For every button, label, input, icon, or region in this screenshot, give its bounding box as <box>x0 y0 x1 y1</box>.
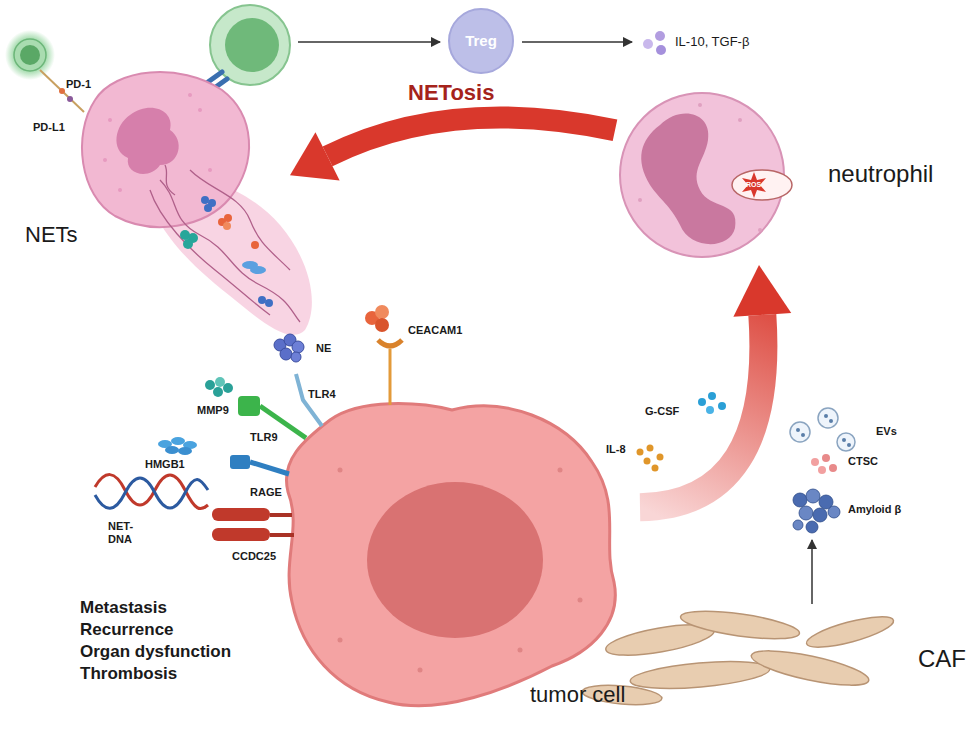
caf-cells: CAF <box>600 605 975 715</box>
nets-neutrophil <box>82 72 249 227</box>
part-label: Recurrence <box>80 620 174 640</box>
part-label: PD-L1 <box>33 121 65 134</box>
part-label: MMP9 <box>197 404 229 417</box>
secretion-arrow <box>522 41 632 43</box>
net-proteins <box>180 196 273 307</box>
node-label: neutrophil <box>828 160 933 188</box>
nets-cell: NETs <box>20 70 290 251</box>
part-label: IL-10, TGF-β <box>675 35 749 50</box>
ceacam1-receptor <box>365 305 402 405</box>
secretion-arrow <box>811 540 813 604</box>
hmgb1-cluster <box>158 437 197 455</box>
part-label: Metastasis <box>80 598 167 618</box>
part-label: CTSC <box>848 455 878 468</box>
mmp9-cluster <box>205 377 233 397</box>
ne-cluster <box>274 334 304 362</box>
part-label: Organ dysfunction <box>80 642 231 662</box>
part-label: ROS <box>746 181 761 189</box>
part-label: IL-8 <box>606 443 626 456</box>
ctsc-dots <box>811 454 837 474</box>
amyloid-spheres <box>793 489 840 533</box>
treg-cell: Treg <box>448 8 514 74</box>
t-cell-small <box>5 30 84 112</box>
node-label: CAF <box>918 645 966 673</box>
differentiation-arrow <box>298 41 440 43</box>
il-8-dots <box>637 445 664 472</box>
node-label: Treg <box>465 32 497 49</box>
rage-receptor <box>230 455 289 474</box>
part-label: PD-1 <box>66 78 91 91</box>
ev-vesicles <box>790 408 855 451</box>
arrow-shaft <box>640 315 763 507</box>
node-label: tumor cell <box>530 682 625 707</box>
cytokine-dots <box>643 31 666 55</box>
part-label: RAGE <box>250 486 282 499</box>
part-label: CCDC25 <box>232 550 276 563</box>
ccdc25-receptor <box>212 508 294 541</box>
part-label: HMGB1 <box>145 458 185 471</box>
edge-label: NETosis <box>406 80 496 105</box>
g-csf-dots <box>698 392 726 414</box>
part-label: Thrombosis <box>80 664 177 684</box>
part-label: G-CSF <box>645 405 679 418</box>
arrow-head <box>733 265 791 317</box>
part-label: Amyloid β <box>848 503 901 516</box>
tumor-cell-body <box>286 404 615 706</box>
neutrophil-cell: neutrophil <box>615 90 975 265</box>
part-label: NE <box>316 342 331 355</box>
part-label: EVs <box>876 425 897 438</box>
part-label: CEACAM1 <box>408 324 462 337</box>
net-dna-helix <box>95 475 208 509</box>
neutrophil-body <box>620 93 792 257</box>
arrow-head <box>290 132 340 180</box>
netosis-arrow <box>290 117 615 180</box>
arrow-shaft <box>328 117 615 156</box>
recruitment-arrow <box>640 265 791 507</box>
tumor-cell: tumor cell <box>270 390 640 725</box>
net-fibres <box>150 165 300 322</box>
part-label: TLR9 <box>250 431 278 444</box>
caf-fibroblasts <box>581 606 896 708</box>
part-label: TLR4 <box>308 388 336 401</box>
t-cell-large <box>208 5 290 89</box>
part-label: NET-DNA <box>108 520 144 545</box>
node-label: NETs <box>25 222 78 247</box>
